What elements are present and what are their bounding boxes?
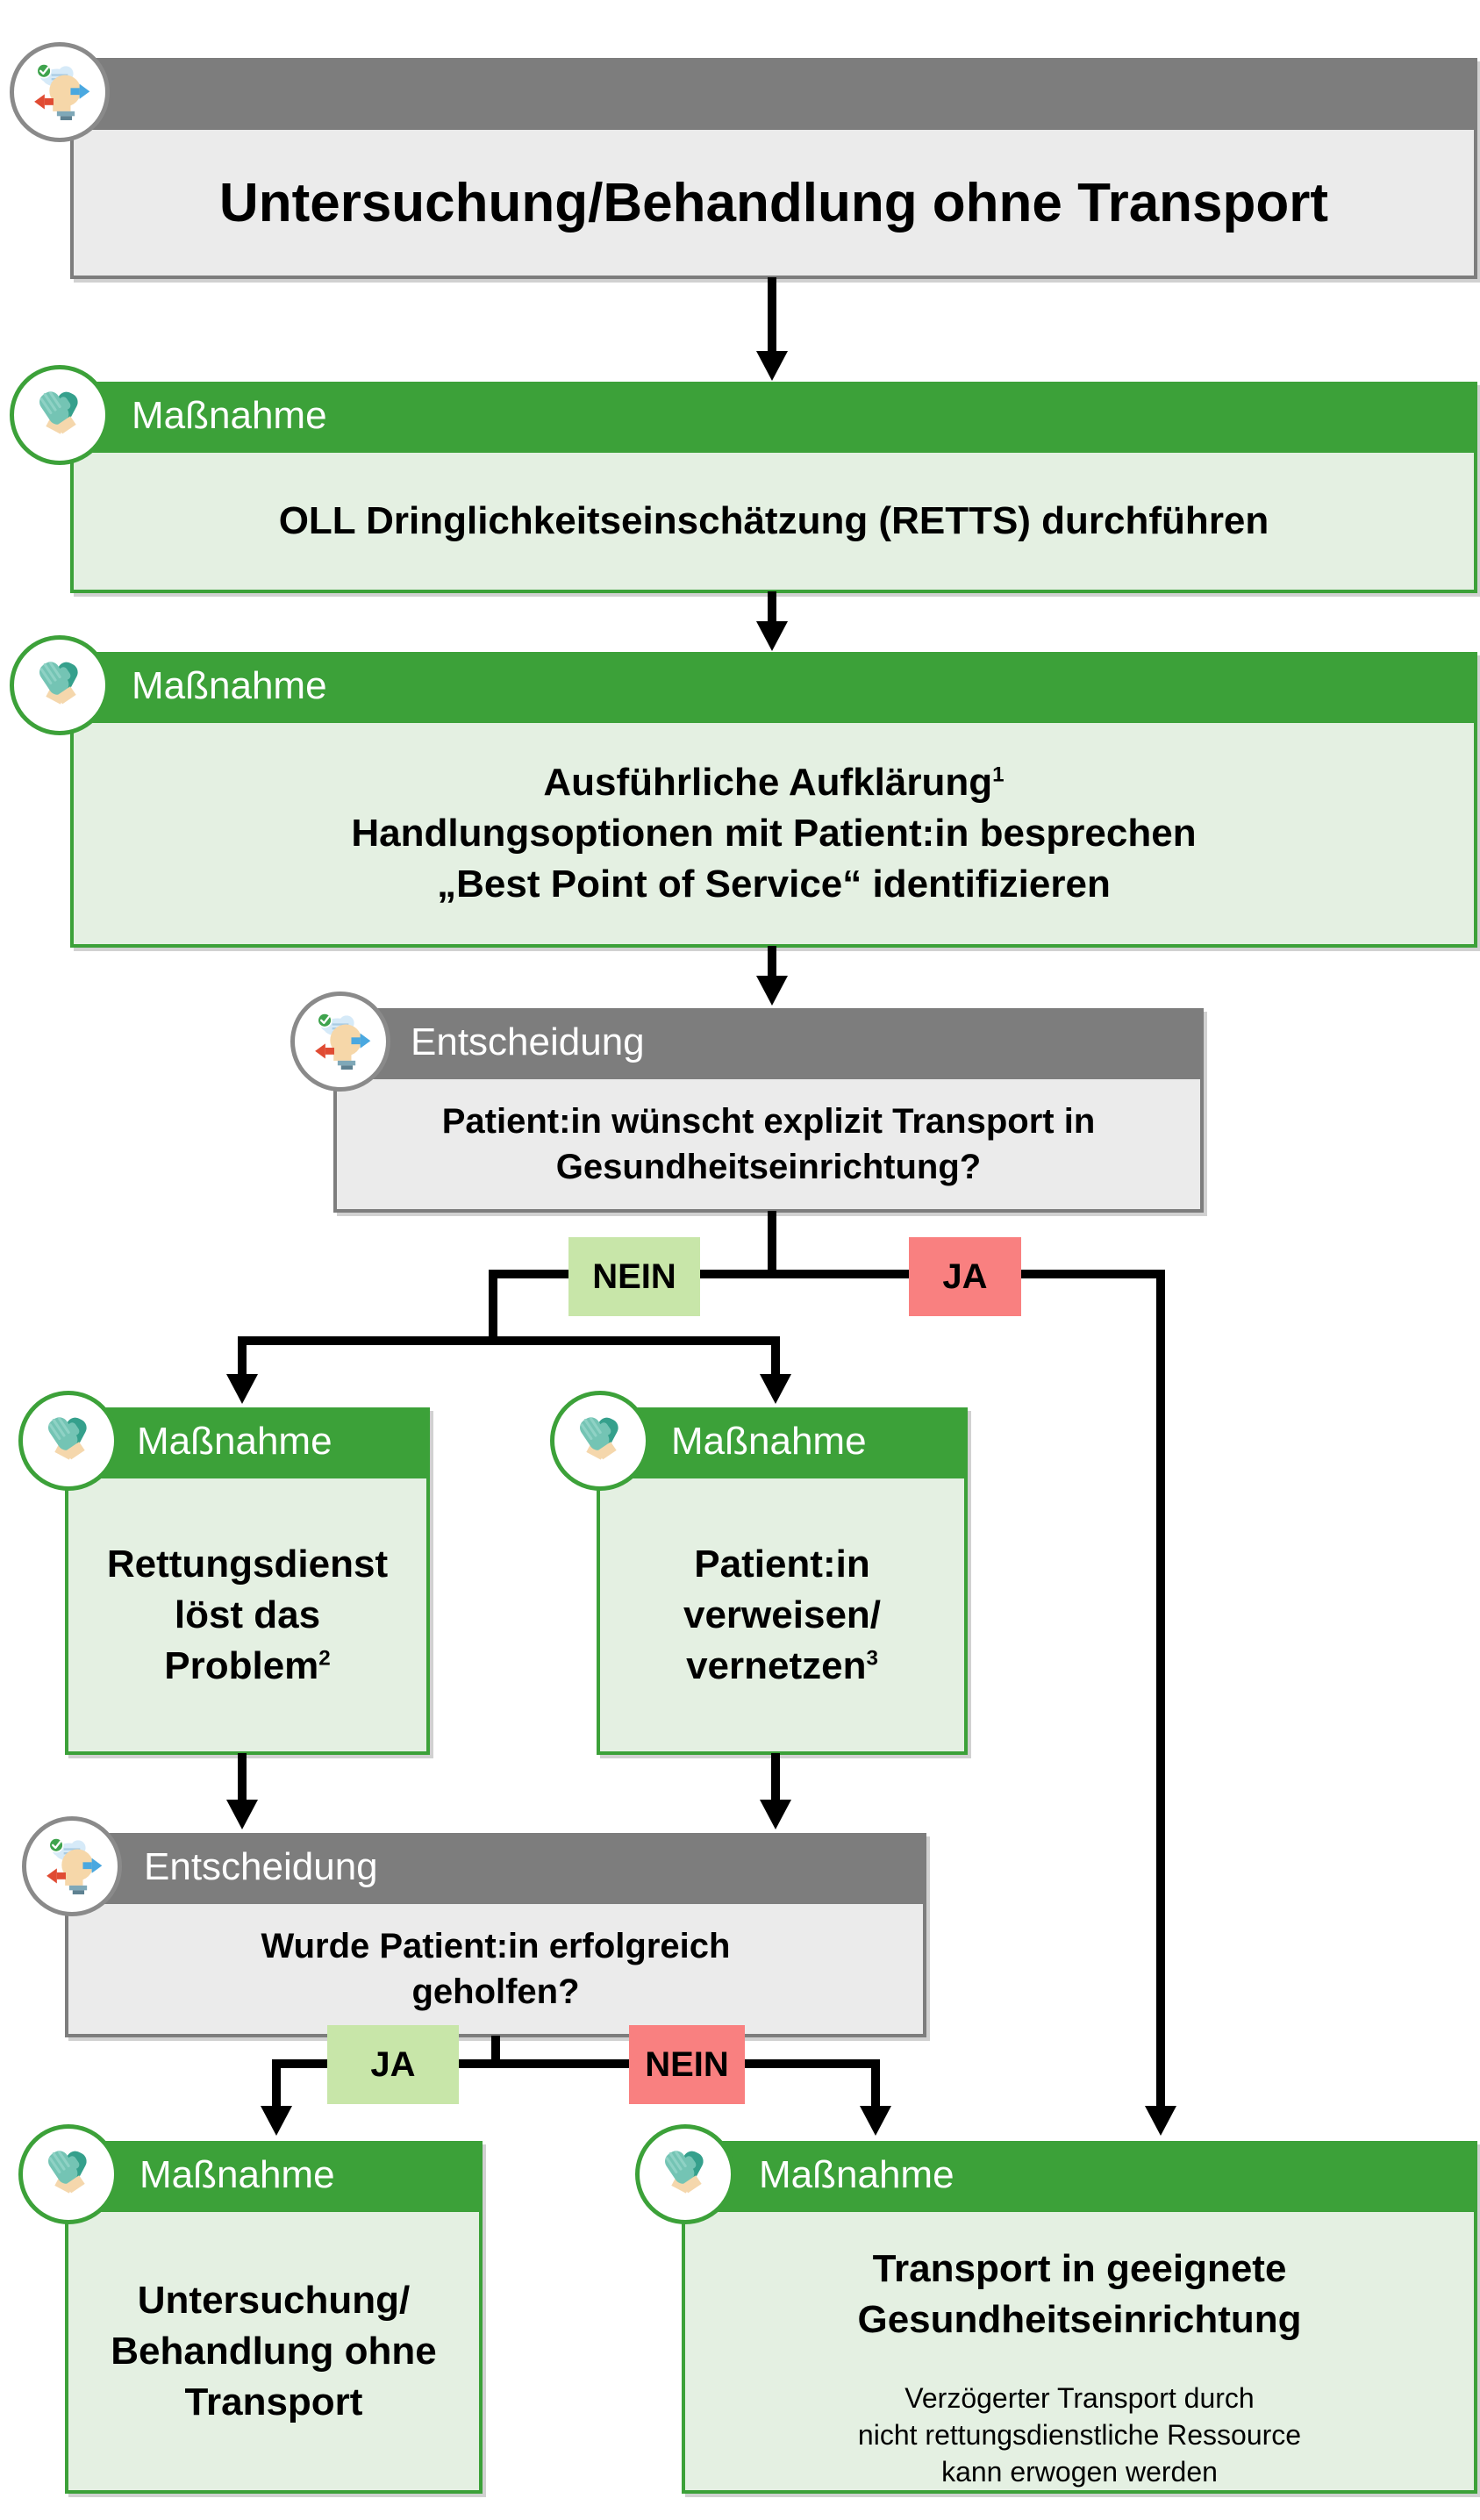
action-box-ohne-transport: Maßnahme Untersuchung/ Behandlung ohne T… xyxy=(65,2141,483,2494)
action-box-ohne-transport-body: Untersuchung/ Behandlung ohne Transport xyxy=(65,2209,483,2494)
action-box-verweisen: Maßnahme Patient:in verweisen/ vernetzen… xyxy=(597,1407,968,1755)
action-text-line: verweisen/ xyxy=(683,1593,882,1636)
action-text-line: Gesundheitseinrichtung xyxy=(857,2298,1302,2341)
action-text-line: „Best Point of Service“ identifizieren xyxy=(437,863,1111,906)
title-box-header xyxy=(70,58,1477,126)
arrow-down-icon xyxy=(226,1374,258,1404)
connector-line xyxy=(489,1270,1165,1278)
connector-line xyxy=(768,277,776,354)
action-text-line: löst das xyxy=(174,1593,321,1636)
action-note-line: Verzögerter Transport durch xyxy=(904,2382,1255,2414)
connector-line xyxy=(272,2059,281,2108)
connector-line xyxy=(238,1753,247,1801)
decision-header-label: Entscheidung xyxy=(411,1020,645,1063)
action-header-label: Maßnahme xyxy=(671,1419,867,1463)
action-box-transport-body: Transport in geeignete Gesundheitseinric… xyxy=(682,2209,1477,2494)
decision-box-transportwunsch: Entscheidung Patient:in wünscht explizit… xyxy=(333,1008,1204,1213)
action-box-verweisen-body: Patient:in verweisen/ vernetzen3 xyxy=(597,1475,968,1755)
arrow-down-icon xyxy=(860,2106,891,2136)
action-box-aufklaerung-header: Maßnahme xyxy=(70,652,1477,719)
connector-line xyxy=(768,946,776,981)
action-text-line: Untersuchung/ xyxy=(137,2278,411,2322)
action-text-line: Ausführliche Aufklärung1 xyxy=(543,761,1005,804)
connector-line xyxy=(771,1336,780,1378)
action-box-aufklaerung-body: Ausführliche Aufklärung1 Handlungsoption… xyxy=(70,719,1477,948)
arrow-down-icon xyxy=(1145,2106,1176,2136)
action-text-line: Behandlung ohne xyxy=(111,2329,437,2373)
decision-box-header: Entscheidung xyxy=(333,1008,1204,1076)
decision-question-line: geholfen? xyxy=(411,1972,580,2011)
decision-question-line: Gesundheitseinrichtung? xyxy=(555,1148,982,1186)
action-text-line: Problem2 xyxy=(164,1643,331,1687)
action-box-verweisen-header: Maßnahme xyxy=(597,1407,968,1475)
action-header-label: Maßnahme xyxy=(132,663,327,707)
action-note-line: nicht rettungsdienstliche Ressource xyxy=(857,2419,1302,2451)
action-header-label: Maßnahme xyxy=(759,2152,954,2196)
action-text: OLL Dringlichkeitseinschätzung (RETTS) d… xyxy=(278,499,1269,542)
decision-question-line: Wurde Patient:in erfolgreich xyxy=(261,1927,731,1965)
connector-line xyxy=(272,2059,880,2068)
action-box-retts-body: OLL Dringlichkeitseinschätzung (RETTS) d… xyxy=(70,449,1477,593)
action-text-line: Rettungsdienst xyxy=(106,1542,389,1586)
branch-label-ja: JA xyxy=(909,1237,1021,1316)
decision-box-body: Wurde Patient:in erfolgreich geholfen? xyxy=(65,1901,926,2037)
page-title: Untersuchung/Behandlung ohne Transport xyxy=(218,172,1329,233)
action-box-ohne-transport-header: Maßnahme xyxy=(65,2141,483,2209)
connector-line xyxy=(768,591,776,626)
action-box-retts: Maßnahme OLL Dringlichkeitseinschätzung … xyxy=(70,382,1477,593)
connector-line xyxy=(238,1336,780,1345)
action-text-line: Patient:in xyxy=(694,1542,870,1586)
arrow-down-icon xyxy=(756,976,788,1006)
action-box-rettungsdienst-header: Maßnahme xyxy=(65,1407,430,1475)
action-box-aufklaerung: Maßnahme Ausführliche Aufklärung1 Handlu… xyxy=(70,652,1477,948)
branch-label-nein: NEIN xyxy=(568,1237,700,1316)
action-box-transport-header: Maßnahme xyxy=(682,2141,1477,2209)
arrow-down-icon xyxy=(760,1374,791,1404)
action-text-line: vernetzen3 xyxy=(686,1643,878,1687)
action-text-line: Transport in geeignete xyxy=(872,2247,1287,2290)
decision-question-line: Patient:in wünscht explizit Transport in xyxy=(441,1102,1096,1141)
action-header-label: Maßnahme xyxy=(137,1419,332,1463)
connector-line xyxy=(489,1270,497,1345)
arrow-down-icon xyxy=(756,621,788,651)
action-note-line: kann erwogen werden xyxy=(941,2456,1218,2488)
action-header-label: Maßnahme xyxy=(132,393,327,437)
branch-label-nein: NEIN xyxy=(629,2025,745,2104)
decision-head-icon xyxy=(10,42,110,142)
arrow-down-icon xyxy=(756,351,788,381)
gloves-icon xyxy=(635,2124,735,2224)
title-box-body: Untersuchung/Behandlung ohne Transport xyxy=(70,126,1477,279)
connector-line xyxy=(1156,1270,1165,2109)
arrow-down-icon xyxy=(261,2106,292,2136)
branch-label-ja: JA xyxy=(327,2025,459,2104)
connector-line xyxy=(491,2036,500,2068)
action-text-line: Handlungsoptionen mit Patient:in besprec… xyxy=(351,812,1197,855)
arrow-down-icon xyxy=(226,1800,258,1829)
action-header-label: Maßnahme xyxy=(139,2152,335,2196)
connector-line xyxy=(768,1211,776,1278)
gloves-icon xyxy=(10,635,110,735)
decision-box-geholfen: Entscheidung Wurde Patient:in erfolgreic… xyxy=(65,1833,926,2037)
action-box-retts-header: Maßnahme xyxy=(70,382,1477,449)
gloves-icon xyxy=(18,2124,118,2224)
decision-head-icon xyxy=(22,1816,122,1916)
arrow-down-icon xyxy=(760,1800,791,1829)
gloves-icon xyxy=(10,365,110,465)
action-text-line: Transport xyxy=(184,2380,363,2423)
action-box-rettungsdienst: Maßnahme Rettungsdienst löst das Problem… xyxy=(65,1407,430,1755)
decision-box-body: Patient:in wünscht explizit Transport in… xyxy=(333,1076,1204,1213)
decision-head-icon xyxy=(290,992,390,1092)
action-box-rettungsdienst-body: Rettungsdienst löst das Problem2 xyxy=(65,1475,430,1755)
action-box-transport: Maßnahme Transport in geeignete Gesundhe… xyxy=(682,2141,1477,2494)
connector-line xyxy=(771,1753,780,1801)
title-box: Untersuchung/Behandlung ohne Transport xyxy=(70,58,1477,279)
connector-line xyxy=(871,2059,880,2108)
gloves-icon xyxy=(550,1391,650,1491)
decision-header-label: Entscheidung xyxy=(144,1844,378,1888)
connector-line xyxy=(238,1336,247,1378)
gloves-icon xyxy=(18,1391,118,1491)
decision-box-header: Entscheidung xyxy=(65,1833,926,1901)
